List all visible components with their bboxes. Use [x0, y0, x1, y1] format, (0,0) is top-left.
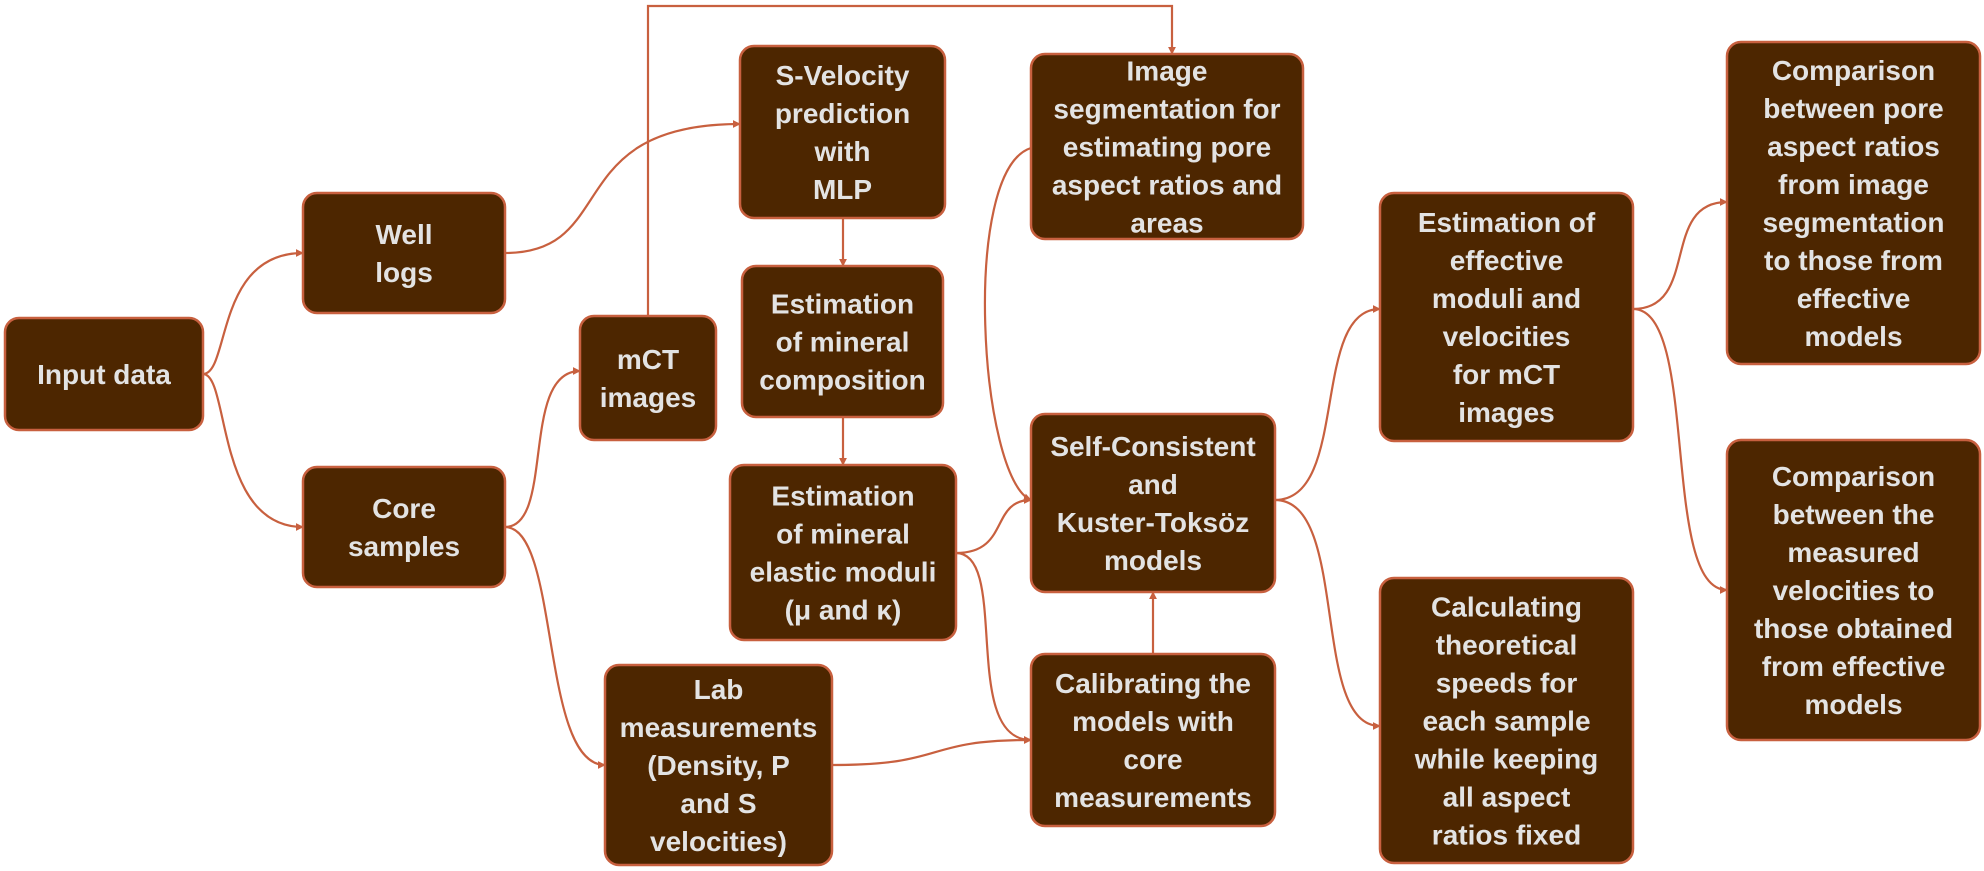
node-label-line: theoretical — [1436, 630, 1578, 661]
node-label-line: of mineral — [776, 519, 910, 550]
arrow-core-to-mct — [504, 367, 581, 529]
node-label-line: and — [1128, 469, 1178, 500]
theoretical-speeds-box: Calculating theoretical speeds for each sam… — [1378, 576, 1635, 865]
node-label-line: (Density, P — [647, 750, 790, 781]
node-label-line: segmentation for — [1053, 94, 1280, 125]
node-label-line: Estimation — [771, 289, 914, 320]
node-label-line: logs — [375, 257, 433, 288]
node-label-line: measured — [1787, 537, 1919, 568]
node-label-line: models — [1104, 545, 1202, 576]
node-label-line: speeds for — [1436, 668, 1578, 699]
node-label-line: and S — [680, 788, 756, 819]
node-label-line: mCT — [617, 344, 679, 375]
node-label-line: for mCT — [1453, 359, 1560, 390]
node-label-line: Image — [1127, 56, 1208, 87]
arrow-lab-to-calibration — [831, 736, 1032, 767]
arrow-effective-moduli-to-comparison-aspect-ratios — [1632, 198, 1728, 311]
node-label-line: Calibrating the — [1055, 668, 1251, 699]
node-label-line: effective — [1797, 283, 1911, 314]
node-label-line: Estimation of — [1418, 207, 1596, 238]
node-label-line: Core — [372, 493, 436, 524]
mineral-composition-box: Estimation of mineral composition — [740, 264, 945, 419]
node-label-line: models with — [1072, 706, 1234, 737]
node-label-line: Input data — [37, 359, 171, 390]
image-segmentation-box: Image segmentation for estimating pore aspe… — [1029, 52, 1305, 241]
node-label-line: samples — [348, 531, 460, 562]
arrow-input-to-core — [202, 372, 304, 531]
node-label-line: velocities — [1443, 321, 1571, 352]
node-label-line: while keeping — [1414, 744, 1599, 775]
node-label-line: areas — [1130, 208, 1203, 239]
input-data-box: Input data — [3, 316, 205, 432]
node-label-line: with — [814, 136, 871, 167]
arrow-elastic-moduli-to-models — [955, 496, 1032, 555]
lab-measurements-box: Lab measurements (Density, P and S velocitie… — [603, 663, 834, 867]
node-label-line: elastic moduli — [750, 557, 937, 588]
well-logs-box: Well logs — [301, 191, 507, 315]
arrow-models-to-effective-moduli — [1274, 305, 1381, 502]
node-label-line: models — [1804, 321, 1902, 352]
mineral-elastic-moduli-box: Estimation of mineral elastic moduli (μ and… — [728, 463, 958, 642]
node-label-line: estimating pore — [1063, 132, 1271, 163]
node-label-line: from image — [1778, 169, 1929, 200]
node-label-line: measurements — [1054, 782, 1252, 813]
node-label-line: all aspect — [1443, 782, 1571, 813]
node-label-line: segmentation — [1762, 207, 1944, 238]
node-label-line: Kuster-Toksöz — [1057, 507, 1249, 538]
node-label-line: aspect ratios and — [1052, 170, 1282, 201]
node-label-line: Comparison — [1772, 461, 1935, 492]
arrow-core-to-lab — [504, 525, 606, 769]
arrow-elastic-moduli-to-calibration — [955, 551, 1032, 744]
node-label-line: models — [1804, 689, 1902, 720]
node-label-line: between pore — [1763, 93, 1943, 124]
effective-moduli-estimation-box: Estimation of effective moduli and velociti… — [1378, 191, 1635, 443]
node-label-line: between the — [1773, 499, 1935, 530]
node-label-line: Estimation — [771, 481, 914, 512]
node-label-line: prediction — [775, 98, 910, 129]
node-label-line: measurements — [620, 712, 818, 743]
arrow-models-to-theoretical-speeds — [1274, 498, 1381, 730]
node-label-line: velocities to — [1773, 575, 1935, 606]
node-label-line: moduli and — [1432, 283, 1581, 314]
node-label-line: core — [1123, 744, 1182, 775]
arrow-image-segmentation-to-models — [983, 146, 1032, 502]
node-label-line: images — [1458, 397, 1555, 428]
node-label-line: (μ and κ) — [785, 595, 902, 626]
node-label-line: S-Velocity — [776, 60, 910, 91]
node-label-line: composition — [759, 365, 925, 396]
node-label-line: Calculating — [1431, 592, 1582, 623]
node-label-line: Well — [375, 219, 432, 250]
node-label-line: effective — [1450, 245, 1564, 276]
node-label-line: of mineral — [776, 327, 910, 358]
core-samples-box: Core samples — [301, 465, 507, 589]
arrow-input-to-well — [202, 249, 304, 376]
node-label-line: from effective — [1762, 651, 1946, 682]
arrows — [202, 4, 1728, 769]
node-label-line: MLP — [813, 174, 872, 205]
node-label-line: ratios fixed — [1432, 820, 1581, 851]
calibrating-models-box: Calibrating the models with core measuremen… — [1029, 652, 1277, 828]
node-label-line: each sample — [1422, 706, 1590, 737]
comparison-velocities-box: Comparison between the measured velocities … — [1725, 438, 1982, 742]
mct-images-box: mCT images — [578, 314, 718, 442]
node-label-line: those obtained — [1754, 613, 1953, 644]
node-label-line: velocities) — [650, 826, 787, 857]
arrow-effective-moduli-to-comparison-velocities — [1632, 307, 1728, 594]
node-label-line: aspect ratios — [1767, 131, 1940, 162]
arrow-mct-to-image-segmentation — [646, 4, 1176, 316]
node-label-line: Self-Consistent — [1050, 431, 1255, 462]
arrow-well-to-svelocity — [504, 120, 741, 255]
node-label-line: Lab — [694, 674, 744, 705]
node-label-line: to those from — [1764, 245, 1943, 276]
node-label-line: Comparison — [1772, 55, 1935, 86]
comparison-aspect-ratios-box: Comparison between pore aspect ratios from … — [1725, 40, 1982, 366]
node-label-line: images — [600, 382, 697, 413]
